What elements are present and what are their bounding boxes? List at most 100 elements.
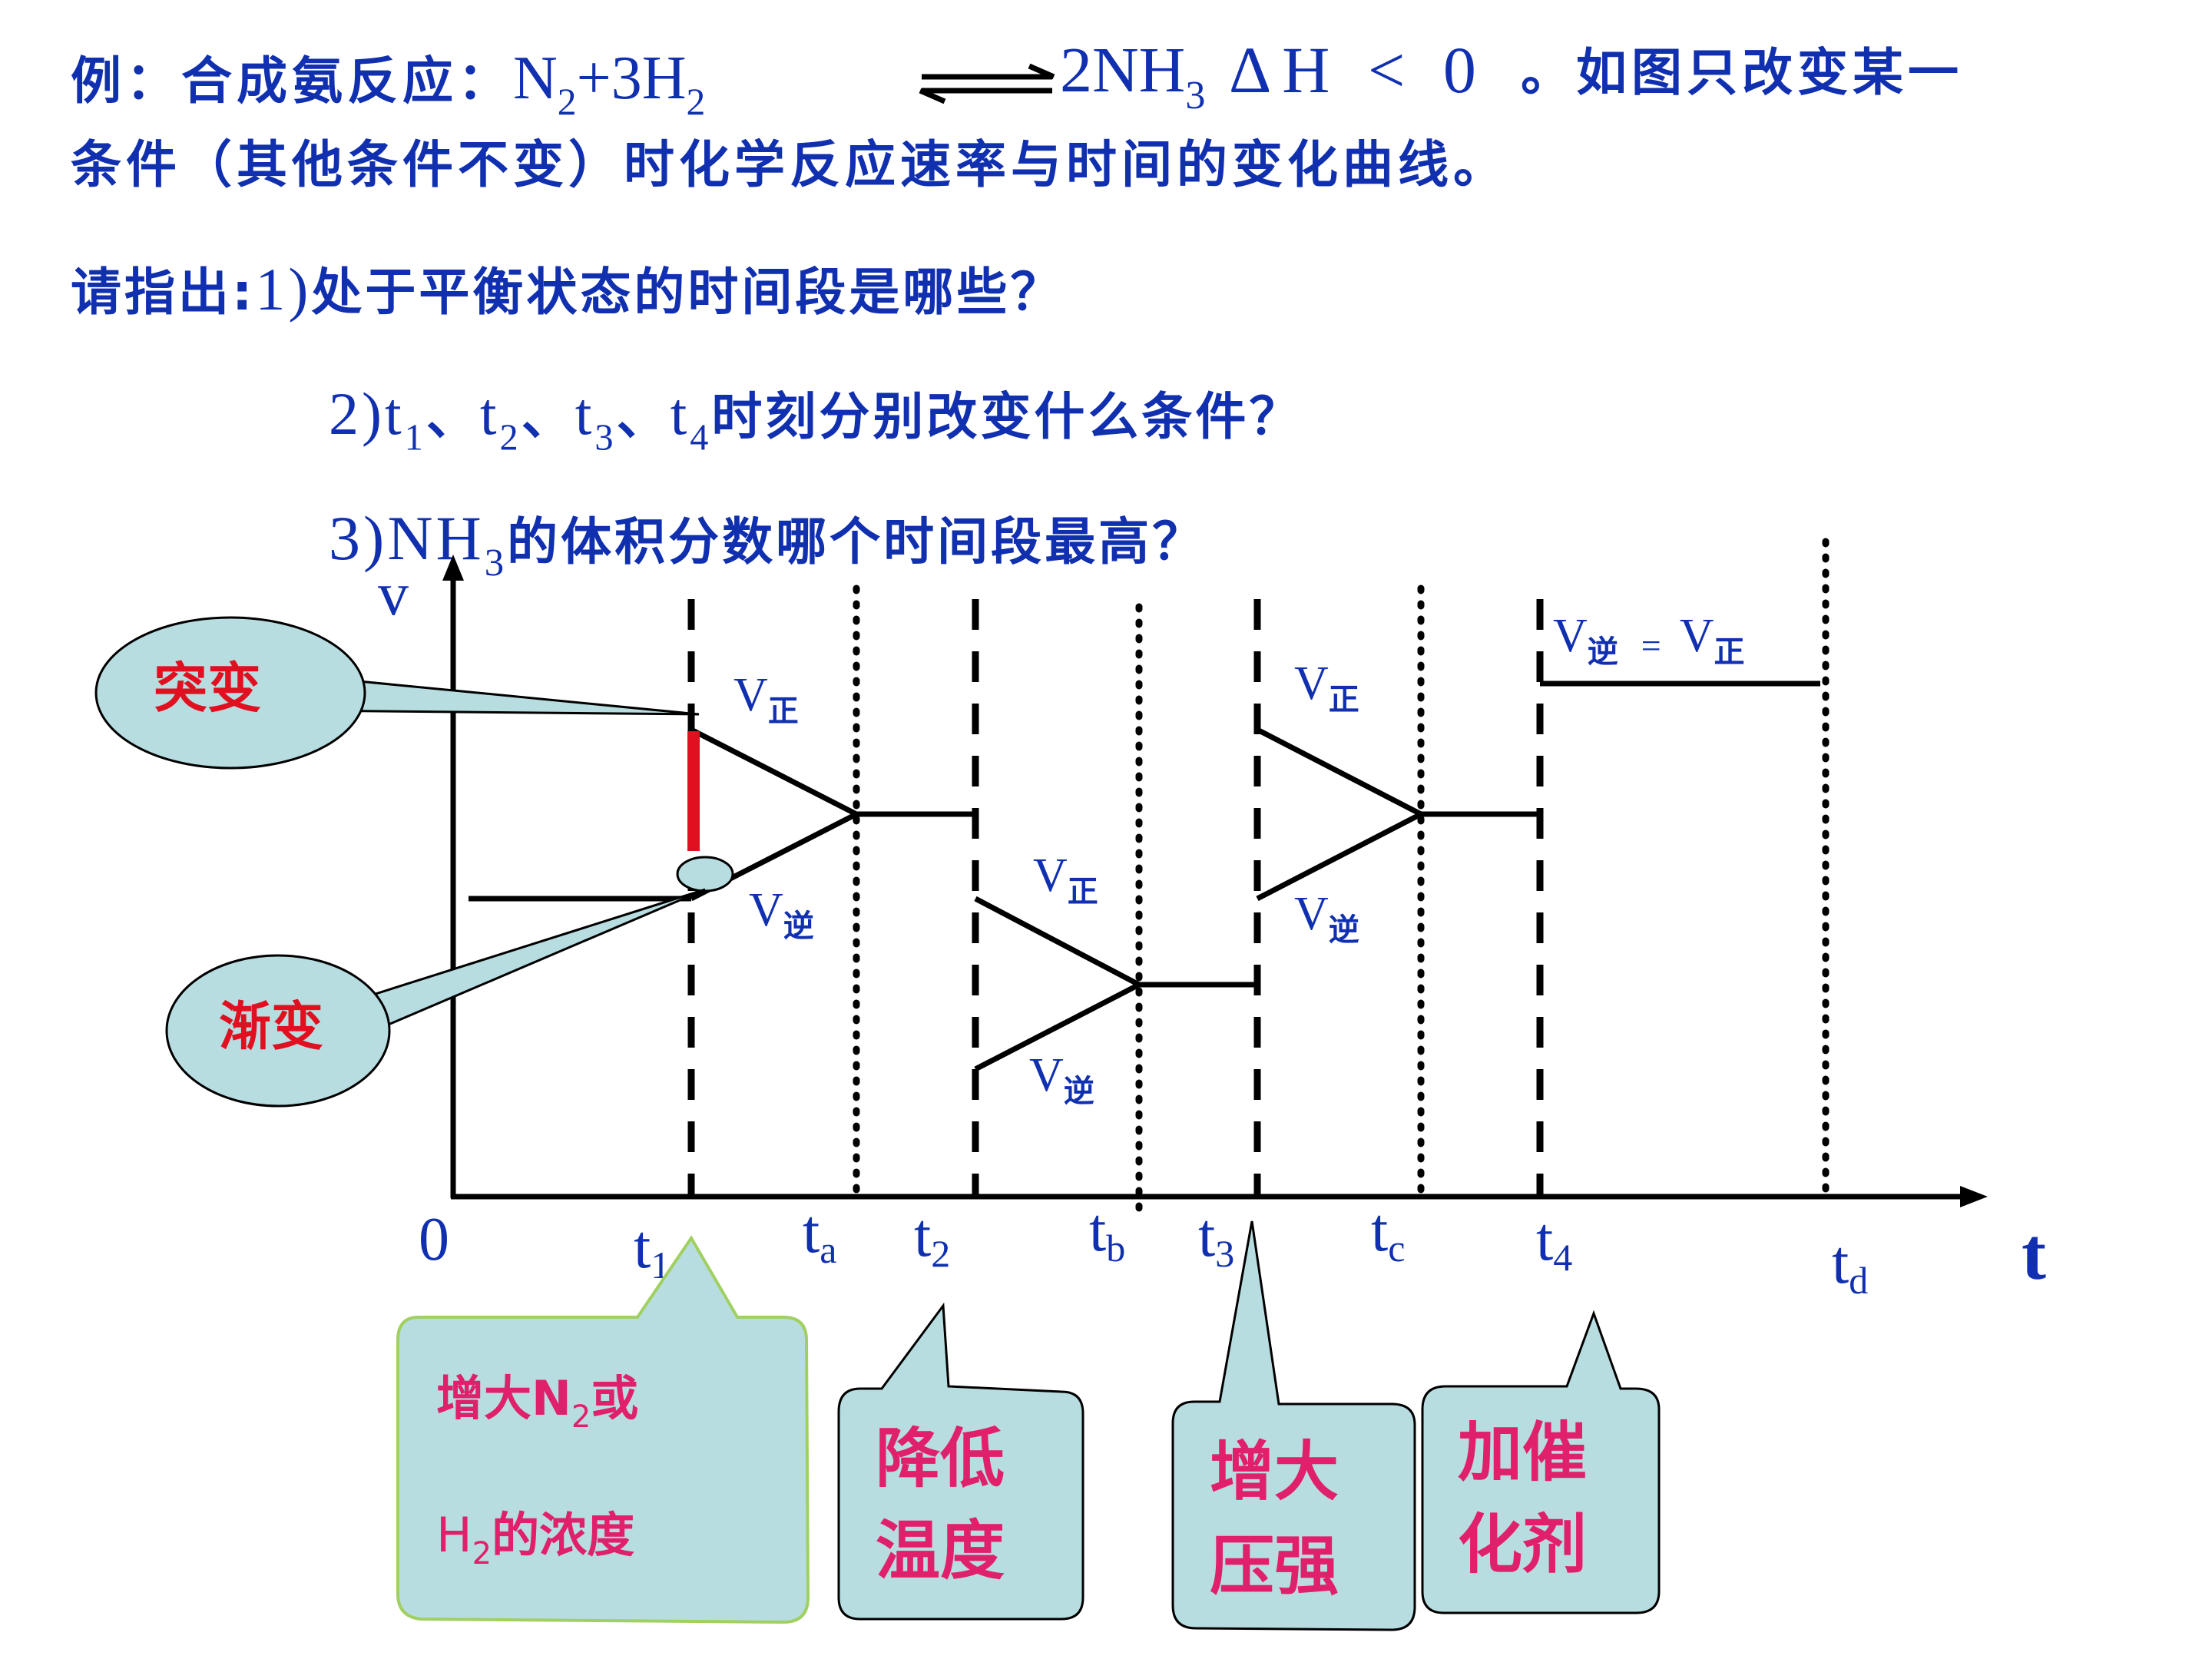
q2-sub2: 2 (499, 417, 522, 459)
enthalpy: ΔH < 0 (1229, 33, 1487, 107)
v-reverse-seg2 (974, 982, 1141, 1072)
rate-curves (469, 680, 1820, 1072)
callout-t4-shape (1421, 1310, 1661, 1614)
t1-label: t1 (634, 1214, 670, 1286)
q3-text: 的体积分数哪个时间段最高？ (507, 512, 1207, 571)
tc-label: tc (1371, 1197, 1405, 1270)
c1-l2a: H (436, 1507, 472, 1563)
zheng-3: 正 (1329, 682, 1359, 717)
question-2: 2)t1、t2、t3、t4时刻分别改变什么条件？ (329, 384, 1303, 456)
td-label: td (1832, 1229, 1868, 1302)
equals-sign: = (1641, 626, 1661, 665)
callout-t2-line-2: 温度 (876, 1513, 1005, 1588)
q2-num: 2) (329, 380, 385, 447)
gradual-label: 渐变 (219, 997, 323, 1058)
c1-l1sub: 2 (571, 1399, 591, 1435)
c1-l1b: 或 (591, 1370, 638, 1426)
equation-product: 2NH3 (1060, 38, 1205, 116)
callout-t1-line-1: 增大N2或 (436, 1370, 638, 1435)
header-line-2: 条件（其他条件不变）时化学反应速率与时间的变化曲线。 (71, 135, 1508, 194)
gradual-pointer (359, 888, 706, 1035)
q3-num: 3) (329, 503, 388, 573)
callout-t4-line-1: 加催 (1458, 1415, 1587, 1490)
q2-t3: t (575, 380, 595, 447)
sudden-bubble (94, 616, 366, 770)
sudden-change-callout: 突变 (94, 616, 700, 770)
sudden-label: 突变 (154, 657, 261, 720)
v-equal-label: V逆=V正 (1553, 610, 1745, 670)
td-t: t (1832, 1229, 1849, 1296)
time-labels: t1 ta t2 tb t3 tc t4 td (634, 1197, 1868, 1302)
tb-t: t (1089, 1197, 1106, 1264)
t2-sub: 2 (931, 1232, 950, 1275)
c1-l1a: 增大N (436, 1370, 571, 1426)
callout-t2: 降低 温度 (837, 1302, 1084, 1621)
callout-t3: 增大 压强 (1171, 1220, 1416, 1631)
eq-h-sub: 2 (686, 80, 706, 123)
v-forward-label-1: V正 (733, 669, 799, 729)
c1-l2sub: 2 (472, 1536, 492, 1571)
v-letter-6: V (1294, 888, 1329, 940)
t3-t: t (1198, 1202, 1215, 1270)
gradual-bubble (165, 954, 391, 1108)
ta-label: ta (803, 1198, 836, 1271)
t4-t: t (1536, 1206, 1553, 1273)
v-forward-seg2 (974, 896, 1141, 988)
x-axis-arrow (1960, 1186, 1988, 1207)
q2-t4: t (670, 380, 690, 447)
tb-label: tb (1089, 1197, 1125, 1270)
v-forward-seg3 (1256, 727, 1422, 817)
v-letter-8: V (1680, 610, 1714, 662)
callout-t1: 增大N2或 H2的浓度 (396, 1235, 810, 1624)
eq-plus-h: +3H (576, 45, 687, 112)
q2-t2: t (479, 380, 500, 447)
q2-sep2: 、 (521, 387, 575, 446)
zheng-2: 正 (1068, 874, 1098, 909)
rate-labels: V正 V逆 V正 V逆 V正 V逆 V逆=V正 (733, 610, 1745, 1109)
x-axis-label: t (2022, 1213, 2046, 1295)
v-reverse-label-3: V逆 (1294, 888, 1359, 948)
t3-sub: 3 (1215, 1232, 1234, 1275)
y-axis-arrow (442, 555, 464, 581)
v-forward-seg1 (690, 727, 858, 817)
t4-sub: 4 (1553, 1236, 1572, 1279)
ni-3: 逆 (1329, 912, 1359, 948)
zheng-4: 正 (1714, 634, 1745, 670)
q2-sep3: 、 (616, 387, 671, 446)
v-reverse-seg3 (1256, 811, 1422, 902)
t2-t: t (914, 1202, 931, 1270)
callout-t3-line-2: 压强 (1210, 1528, 1339, 1604)
v-letter-4: V (1029, 1049, 1064, 1101)
q3-nh: NH (387, 503, 485, 573)
tc-sub: c (1388, 1227, 1405, 1270)
eq-n-sub: 2 (557, 80, 577, 123)
t1-t: t (634, 1214, 651, 1281)
dotted-guides (853, 538, 1830, 1217)
zheng-1: 正 (768, 694, 799, 729)
v-letter-1: V (733, 669, 768, 721)
header-suffix: 。如图只改变某一 (1521, 43, 1963, 102)
ni-2: 逆 (1064, 1074, 1094, 1109)
equilibrium-arrows-icon (919, 63, 1055, 104)
q2-text: 时刻分别改变什么条件？ (711, 387, 1303, 446)
v-forward-label-2: V正 (1033, 849, 1098, 909)
y-axis-label: v (378, 561, 409, 628)
c1-l2b: 的浓度 (492, 1507, 634, 1563)
v-reverse-label-2: V逆 (1029, 1049, 1094, 1109)
questions-prefix: 请指出: (71, 263, 256, 322)
eq-n: N (513, 45, 558, 112)
eq-product-sub: 3 (1185, 73, 1206, 118)
q2-sub4: 4 (690, 417, 712, 459)
ta-sub: a (820, 1228, 836, 1271)
v-forward-label-3: V正 (1294, 657, 1359, 717)
tb-sub: b (1106, 1227, 1125, 1270)
gradual-change-callout: 渐变 (165, 888, 706, 1108)
v-letter-7: V (1553, 610, 1588, 662)
v-letter-5: V (1294, 657, 1329, 710)
q2-sep1: 、 (426, 387, 480, 446)
callout-t4: 加催 化剂 (1421, 1310, 1661, 1614)
callout-t1-shape (396, 1235, 810, 1624)
callout-t2-line-1: 降低 (876, 1421, 1005, 1496)
t3-label: t3 (1198, 1202, 1234, 1275)
